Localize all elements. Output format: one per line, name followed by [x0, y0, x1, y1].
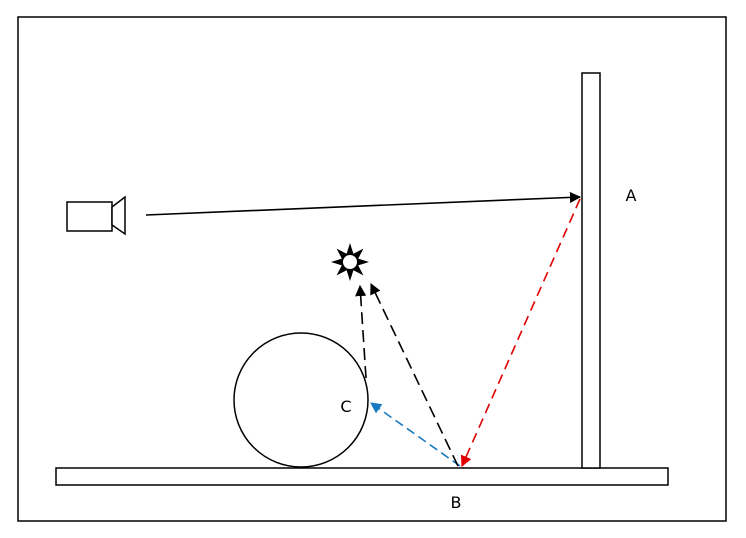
- floor-plane: [55, 467, 669, 486]
- primary-ray: [145, 191, 582, 216]
- sun-icon: [331, 243, 369, 281]
- secondary-ray: [370, 402, 461, 467]
- label-b: B: [451, 493, 462, 512]
- label-c: C: [340, 397, 351, 416]
- label-a: A: [626, 186, 637, 205]
- shadow-ray-from-c: [355, 284, 367, 379]
- reflected-ray: [460, 198, 581, 468]
- sphere: [233, 332, 369, 468]
- diagram-frame: [17, 16, 727, 522]
- shadow-ray-from-b: [370, 282, 459, 467]
- camera-icon: [66, 195, 126, 236]
- wall-plane: [581, 72, 601, 469]
